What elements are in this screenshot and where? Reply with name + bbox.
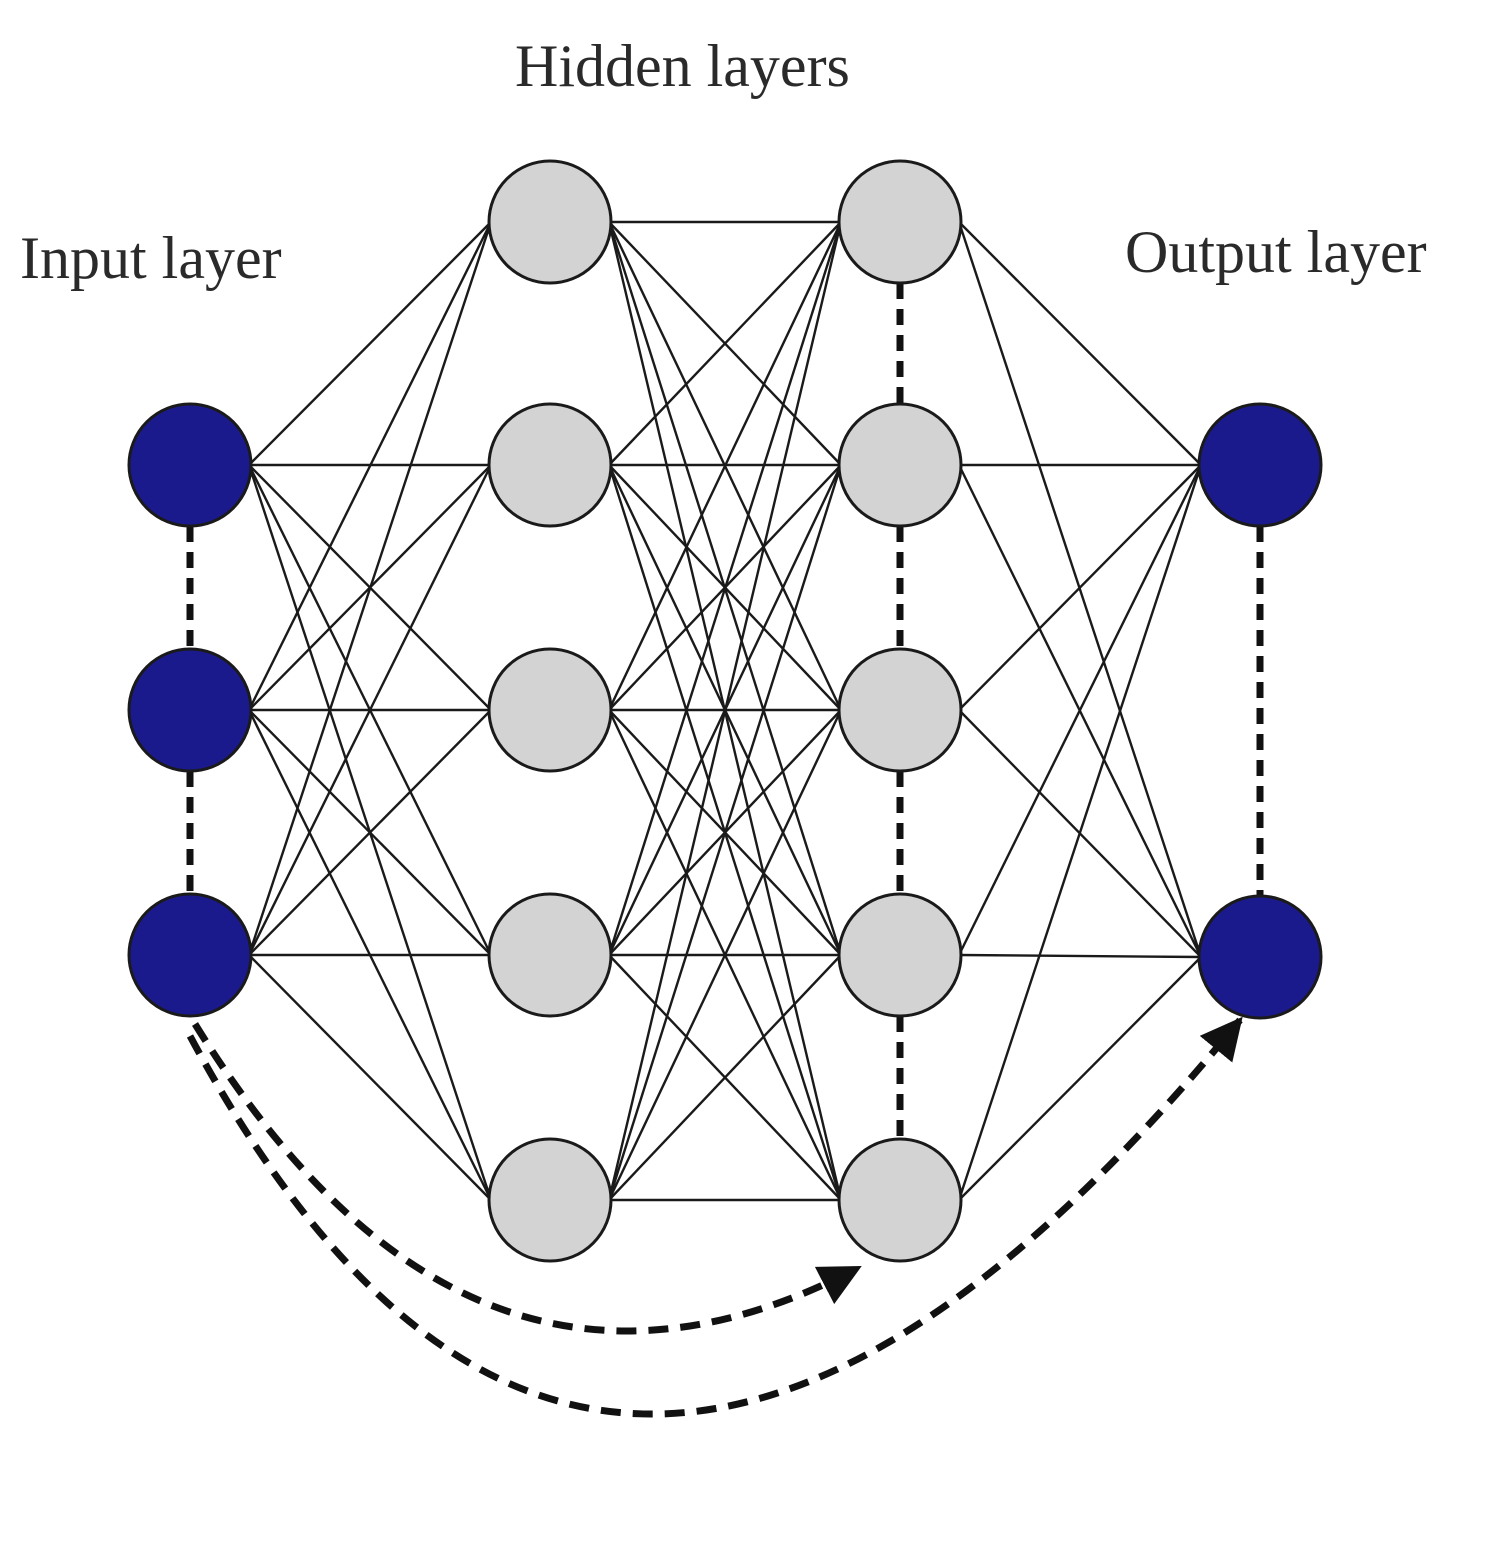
hidden-node <box>837 1137 963 1263</box>
skip-connection-arrow-to-output <box>186 1016 1243 1418</box>
connection-line <box>958 464 1202 711</box>
connections-group <box>247 220 1203 1202</box>
input-node <box>127 647 253 773</box>
hidden-node <box>487 647 613 773</box>
connection-line <box>608 954 842 1201</box>
connection-line <box>248 954 492 1201</box>
connection-line <box>958 956 1202 1201</box>
connection-line <box>607 221 843 711</box>
connection-line <box>958 953 1202 959</box>
hidden-layers-label: Hidden layers <box>515 33 850 99</box>
nodes-group <box>127 159 1323 1263</box>
hidden-node <box>487 159 613 285</box>
connection-line <box>607 709 843 1201</box>
input-node <box>127 892 253 1018</box>
connection-line <box>957 464 1203 956</box>
connection-line <box>958 221 1202 466</box>
connection-line <box>608 221 842 466</box>
output-node <box>1197 894 1323 1020</box>
hidden-node <box>837 402 963 528</box>
input-node <box>127 402 253 528</box>
ellipsis-dashes-group <box>186 283 1264 1139</box>
connection-line <box>248 709 492 956</box>
connection-line <box>607 464 843 1201</box>
hidden-node <box>487 1137 613 1263</box>
connection-line <box>957 221 1203 958</box>
connection-line <box>247 221 493 711</box>
connection-line <box>607 221 843 956</box>
hidden-node <box>487 402 613 528</box>
hidden-node <box>837 647 963 773</box>
connection-line <box>957 464 1203 1201</box>
skip-connections-group <box>186 1016 1243 1418</box>
connection-line <box>247 221 493 956</box>
hidden-node <box>837 892 963 1018</box>
skip-connection-arrow-to-hidden <box>192 1022 862 1335</box>
output-node <box>1197 402 1323 528</box>
connection-line <box>607 221 843 1201</box>
hidden-node <box>487 892 613 1018</box>
hidden-node <box>837 159 963 285</box>
input-layer-label: Input layer <box>20 225 282 291</box>
connection-line <box>248 221 492 466</box>
output-layer-label: Output layer <box>1125 219 1427 285</box>
connection-line <box>247 464 493 956</box>
